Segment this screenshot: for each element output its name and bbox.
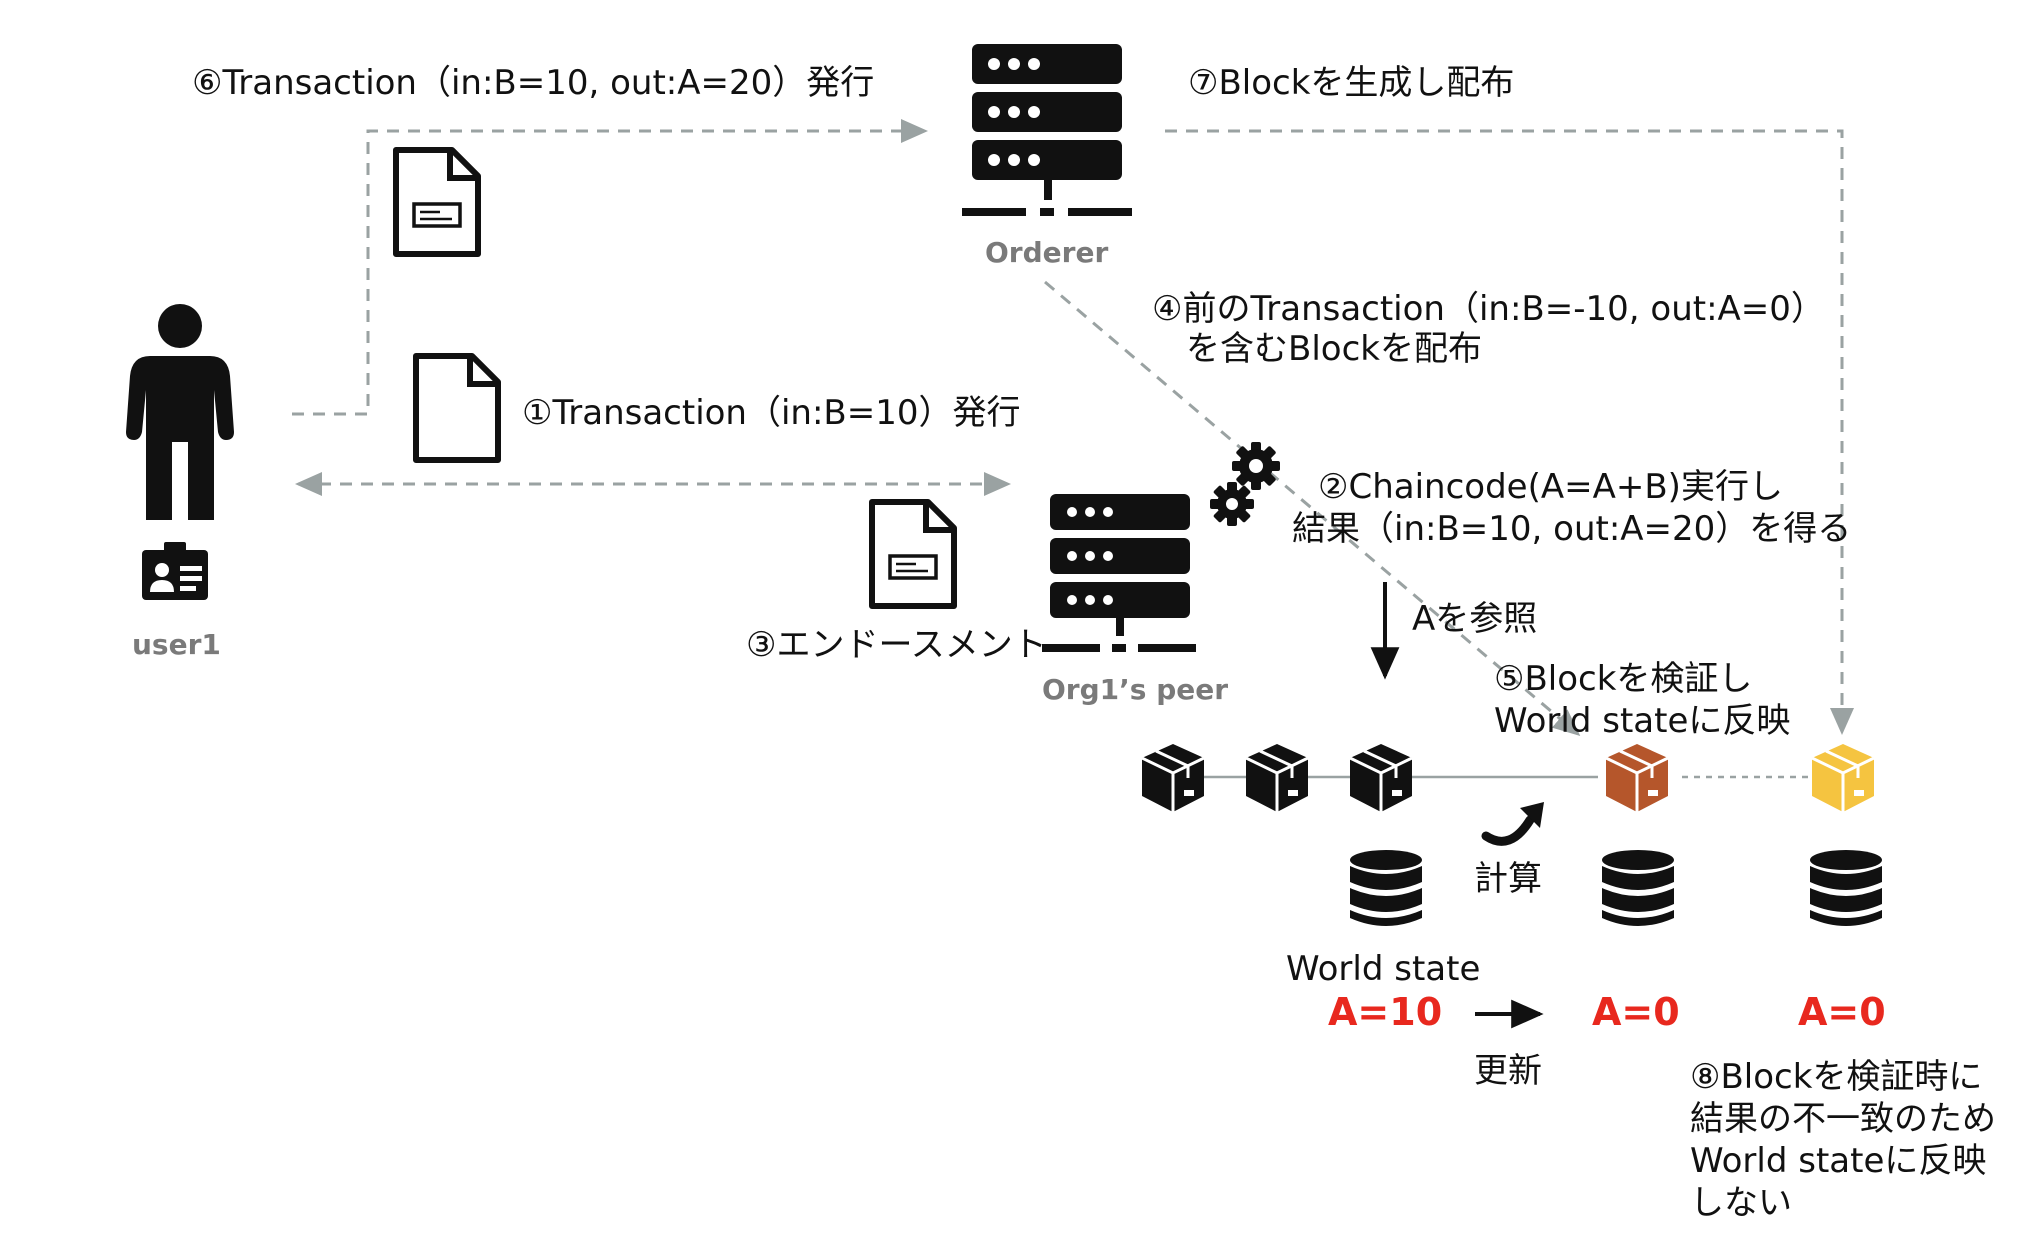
block-cube-icon (1245, 744, 1309, 812)
step8-text-line1: ⑧Blockを検証時に (1690, 1057, 1983, 1097)
gear-icon (1210, 482, 1254, 526)
orderer-server-icon (962, 44, 1132, 216)
world-state-value-updated: A=0 (1592, 990, 1680, 1034)
peer-label: Org1’s peer (1042, 673, 1229, 706)
step7-text: ⑦Blockを生成し配布 (1188, 63, 1515, 103)
document-icon (393, 147, 481, 257)
user-person-icon (126, 304, 234, 520)
curved-arrow-icon (1481, 802, 1544, 846)
database-icon (1350, 850, 1422, 926)
database-icon (1602, 850, 1674, 926)
id-card-icon (142, 542, 208, 600)
calc-text: 計算 (1474, 859, 1542, 899)
block7-connector (1165, 129, 1854, 735)
step2-text-line1: ②Chaincode(A=A+B)実行し (1318, 467, 1783, 507)
orderer-label: Orderer (985, 236, 1109, 269)
step1-text: ①Transaction（in:B=10）発行 (522, 393, 1021, 433)
world-state-label: World state (1286, 949, 1481, 989)
reference-text: Aを参照 (1412, 599, 1538, 639)
tx6-connector (292, 119, 928, 416)
document-icon (869, 499, 957, 609)
step2-text-line2: 結果（in:B=10, out:A=20）を得る (1292, 509, 1852, 549)
block4-connector (1044, 280, 1581, 736)
document-icon (413, 353, 501, 463)
step5-text-line1: ⑤Blockを検証し (1494, 659, 1753, 699)
step5-text-line2: World stateに反映 (1494, 701, 1791, 741)
step8-text-line3: World stateに反映 (1690, 1141, 1987, 1181)
peer-server-icon (1042, 494, 1196, 652)
block-cube-icon (1811, 744, 1875, 812)
world-state-value-unchanged: A=0 (1798, 990, 1886, 1034)
update-text: 更新 (1474, 1051, 1542, 1091)
world-state-value-current: A=10 (1328, 990, 1443, 1034)
step8-text-line2: 結果の不一致のため (1690, 1099, 1996, 1139)
step6-text: ⑥Transaction（in:B=10, out:A=20）発行 (192, 63, 875, 103)
block-cube-icon (1141, 744, 1205, 812)
database-icon (1810, 850, 1882, 926)
block-cube-icon (1349, 744, 1413, 812)
step4-text-line2: を含むBlockを配布 (1186, 329, 1482, 369)
step3-text: ③エンドースメント (746, 625, 1047, 665)
gear-icon (1232, 442, 1280, 490)
step8-text-line4: しない (1690, 1183, 1792, 1223)
user-label: user1 (132, 628, 221, 661)
step4-text-line1: ④前のTransaction（in:B=-10, out:A=0） (1152, 289, 1825, 329)
block-cube-icon (1605, 744, 1669, 812)
